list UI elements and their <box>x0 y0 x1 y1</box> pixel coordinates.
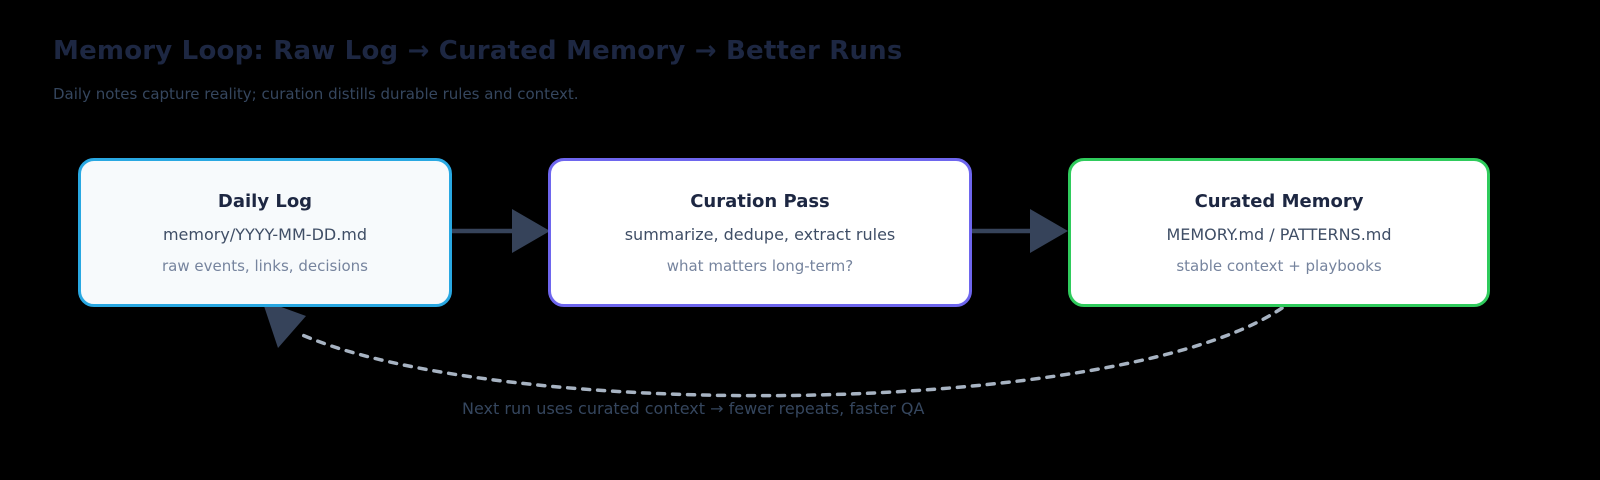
feedback-loop-arrow <box>262 300 1284 398</box>
arrowhead-icon <box>512 209 550 253</box>
arrowhead-icon <box>1030 209 1068 253</box>
node-subtitle: summarize, dedupe, extract rules <box>624 224 896 244</box>
arrow-daily-to-curation <box>452 209 550 253</box>
node-daily-log: Daily Log memory/YYYY-MM-DD.md raw event… <box>78 158 452 307</box>
arrow-curation-to-memory <box>972 209 1068 253</box>
node-caption: stable context + playbooks <box>1176 256 1382 275</box>
page-subtitle: Daily notes capture reality; curation di… <box>53 85 579 103</box>
node-title: Daily Log <box>217 190 313 212</box>
page-title: Memory Loop: Raw Log → Curated Memory → … <box>53 36 903 66</box>
node-title: Curation Pass <box>690 190 830 212</box>
node-curated-memory: Curated Memory MEMORY.md / PATTERNS.md s… <box>1068 158 1490 307</box>
node-caption: what matters long-term? <box>666 256 854 275</box>
node-subtitle: MEMORY.md / PATTERNS.md <box>1166 224 1392 244</box>
feedback-curve <box>298 306 1284 398</box>
node-subtitle: memory/YYYY-MM-DD.md <box>162 224 368 244</box>
node-caption: raw events, links, decisions <box>162 256 368 275</box>
feedback-label: Next run uses curated context → fewer re… <box>462 399 925 418</box>
feedback-arrowhead-icon <box>262 300 306 348</box>
node-title: Curated Memory <box>1194 190 1364 212</box>
node-curation-pass: Curation Pass summarize, dedupe, extract… <box>548 158 972 307</box>
